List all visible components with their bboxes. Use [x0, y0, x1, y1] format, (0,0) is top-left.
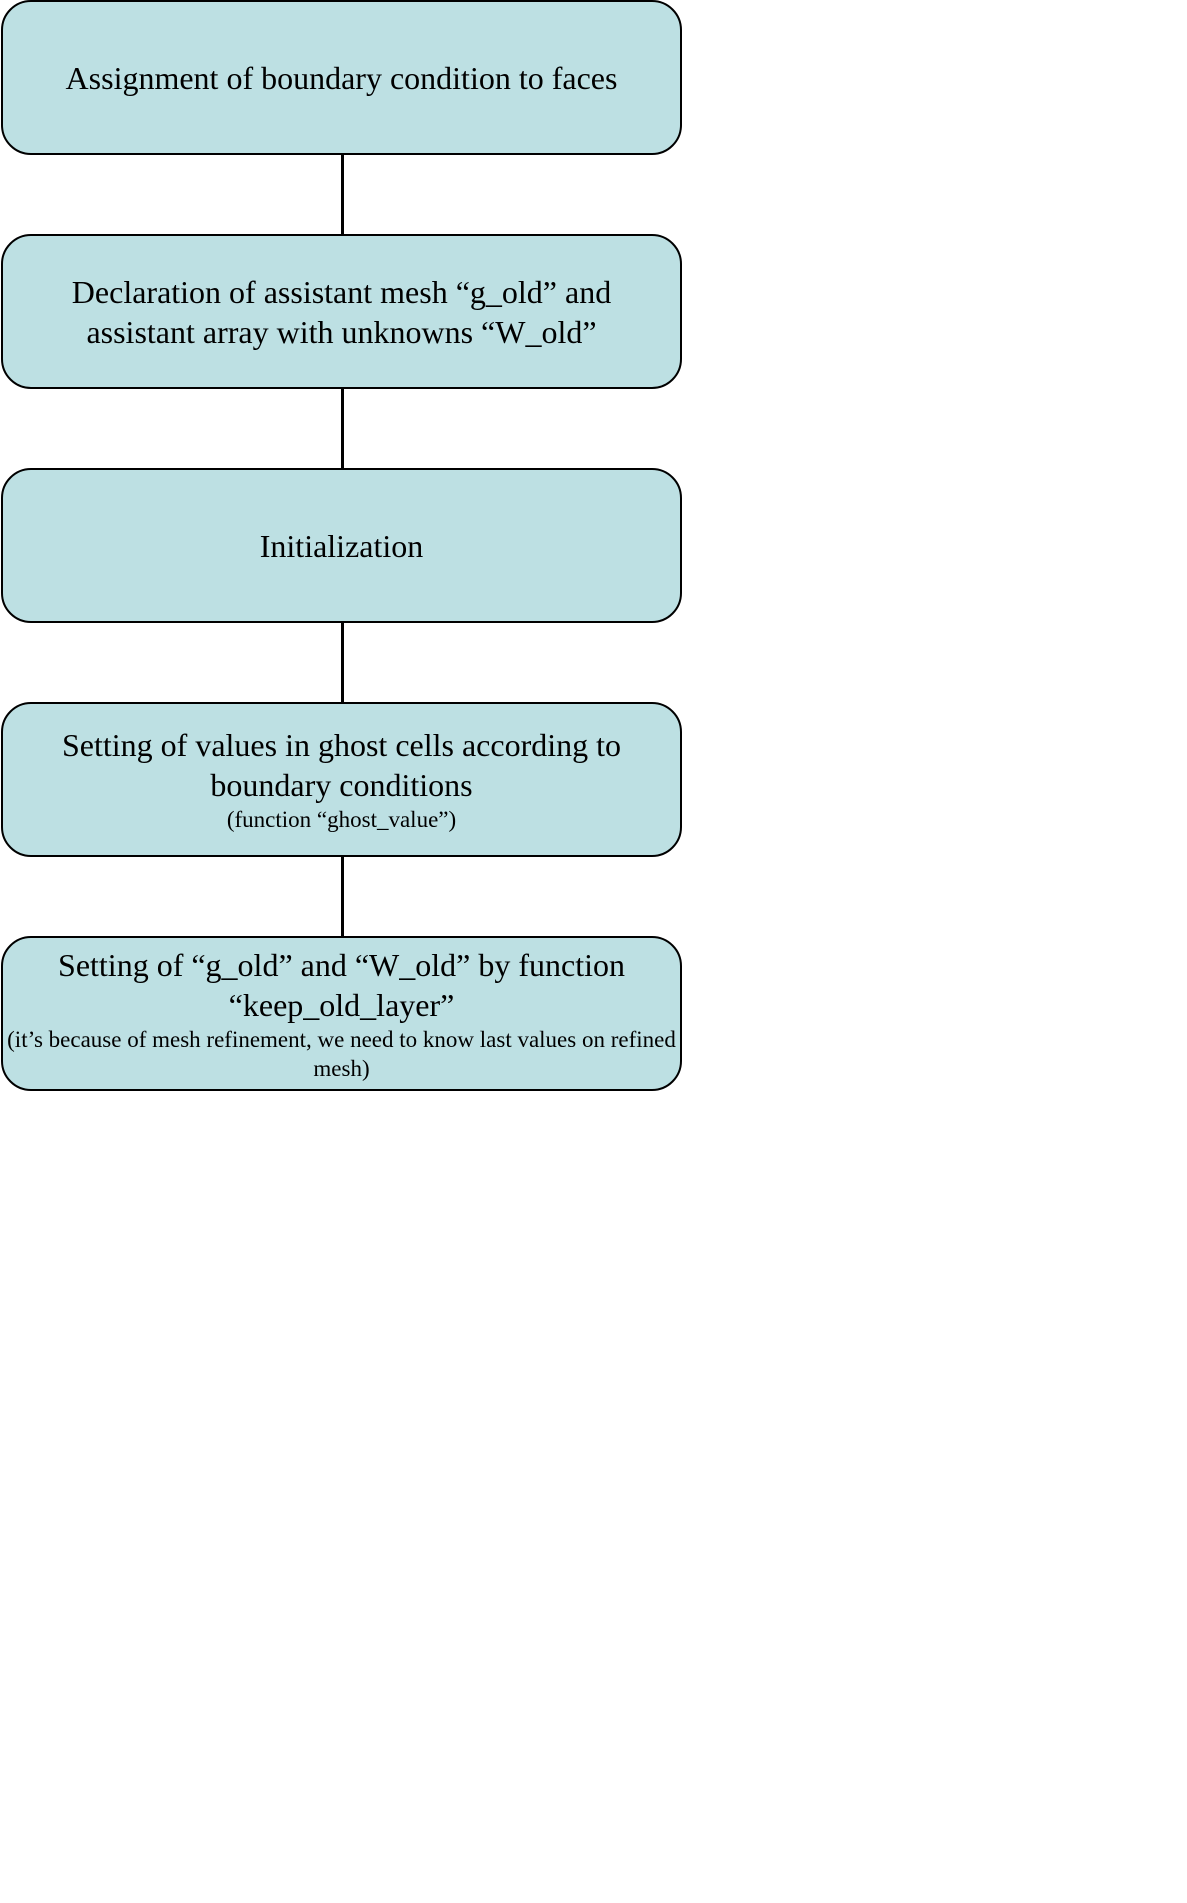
- flow-step-ghost-cells: Setting of values in ghost cells accordi…: [1, 702, 682, 857]
- flow-connector: [341, 155, 344, 234]
- flow-connector: [341, 623, 344, 702]
- flow-step-title: Initialization: [259, 527, 424, 564]
- flow-step-title: Assignment of boundary condition to face…: [65, 59, 618, 96]
- flow-step-initialization: Initialization: [1, 468, 682, 623]
- flow-step-note: (function “ghost_value”): [226, 807, 457, 832]
- flow-connector: [341, 857, 344, 936]
- flow-step-boundary-assignment: Assignment of boundary condition to face…: [1, 0, 682, 155]
- flow-step-title: Setting of values in ghost cells accordi…: [62, 727, 621, 803]
- flow-step-keep-old-layer: Setting of “g_old” and “W_old” by functi…: [1, 936, 682, 1091]
- flow-step-title: Declaration of assistant mesh “g_old” an…: [71, 273, 612, 350]
- flow-step-title: Setting of “g_old” and “W_old” by functi…: [58, 946, 625, 1023]
- flow-step-assistant-declaration: Declaration of assistant mesh “g_old” an…: [1, 234, 682, 389]
- flow-connector: [341, 389, 344, 468]
- flow-step-note: (it’s because of mesh refinement, we nee…: [7, 1026, 676, 1081]
